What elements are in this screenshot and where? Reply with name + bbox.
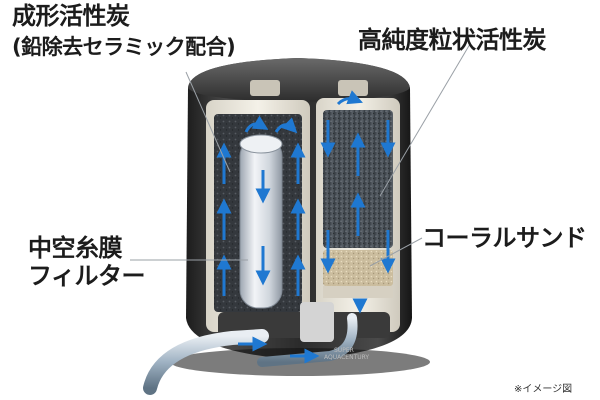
label-molded-carbon-note: (鉛除去セラミック配合) xyxy=(12,35,236,59)
hollow-fiber-cap xyxy=(239,134,283,154)
image-note: ※イメージ図 xyxy=(514,384,573,395)
outlet-pipe xyxy=(257,313,358,367)
device-marking-line1: SUPER xyxy=(334,347,354,354)
hollow-fiber-cylinder xyxy=(239,137,283,309)
bottom-connector xyxy=(300,302,334,342)
label-granular-carbon: 高純度粒状活性炭 xyxy=(358,26,547,54)
granular-carbon-media xyxy=(323,110,393,248)
label-hollow-fiber-line1: 中空糸膜 xyxy=(28,234,123,262)
housing-rim xyxy=(188,58,410,102)
left-top-cap xyxy=(250,80,280,96)
label-hollow-fiber-line2: フィルター xyxy=(28,262,146,290)
coral-sand-media xyxy=(323,250,393,286)
water-flow-arrows xyxy=(216,90,396,364)
leader-lines xyxy=(130,43,471,267)
device-marking-line2: AQUACENTURY xyxy=(324,354,370,361)
label-molded-carbon: 成形活性炭 xyxy=(12,2,130,30)
inlet-pipe xyxy=(143,329,269,395)
right-chamber-base xyxy=(323,286,393,298)
label-coral-sand: コーラルサンド xyxy=(422,224,587,252)
right-top-cap xyxy=(338,80,368,96)
